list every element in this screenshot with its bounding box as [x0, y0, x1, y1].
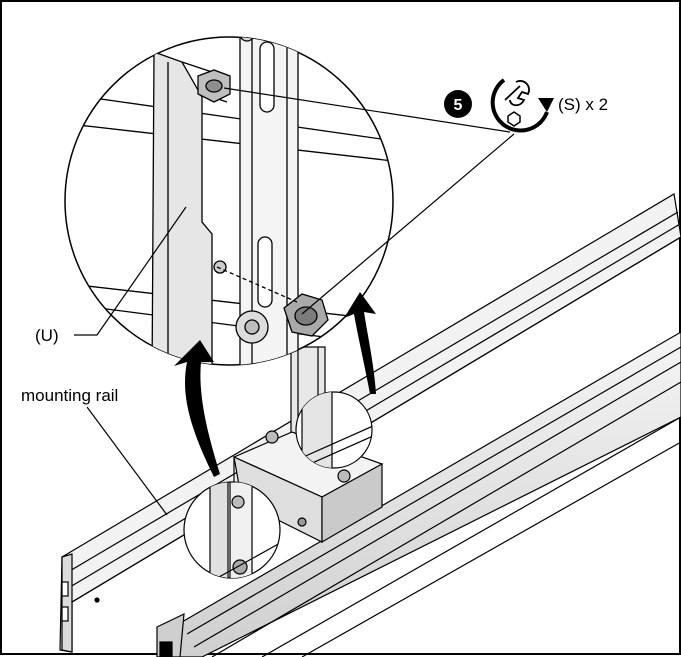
bracket-base — [232, 430, 384, 544]
front-rail — [156, 331, 681, 657]
upper-hex-nut — [197, 69, 231, 103]
detail-circle-lower — [183, 481, 281, 579]
washer-bolt — [213, 260, 269, 344]
detail-circle-upper — [295, 391, 373, 469]
svg-text:5: 5 — [454, 97, 463, 114]
lift-arrow-left — [174, 340, 220, 477]
callout-leader-lines — [223, 87, 515, 315]
hex-nut-icon — [507, 111, 521, 127]
part-u-leader — [74, 206, 187, 336]
step-badge: 5 — [444, 90, 472, 118]
screw-callout-label: (S) x 2 — [558, 95, 608, 114]
rotate-clockwise-arrow-icon — [538, 98, 554, 112]
mounting-rail-label: mounting rail — [21, 386, 118, 405]
part-u-label: (U) — [35, 326, 59, 345]
mounting-rail-leader — [86, 406, 168, 516]
wrench-rotate-icon — [490, 78, 554, 133]
magnified-detail-circle — [64, 36, 394, 366]
lower-hex-nut — [283, 293, 329, 337]
lift-arrow-right — [344, 292, 376, 394]
wrench-icon — [504, 80, 530, 107]
